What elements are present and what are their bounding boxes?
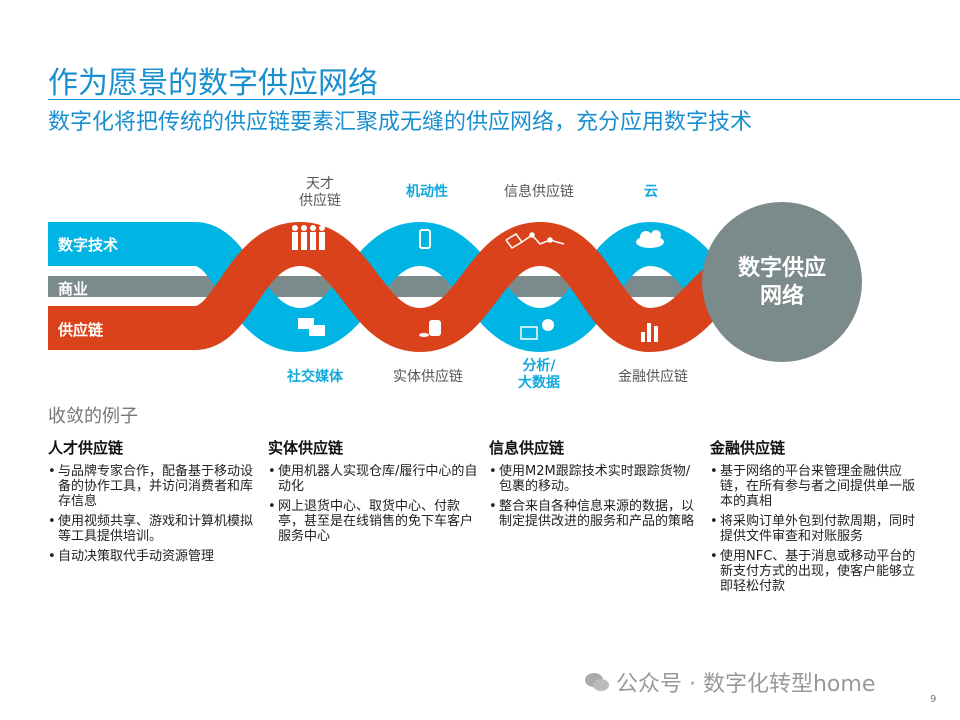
column-information: 信息供应链 使用M2M跟踪技术实时跟踪货物/包裹的移动。 整合来自各种信息来源的…: [489, 437, 699, 534]
label-physical-supply-chain: 实体供应链: [393, 369, 463, 385]
label-line: 大数据: [518, 375, 560, 391]
bullet-item: 使用NFC、基于消息或移动平台的新支付方式的出现，使客户能够立即轻松付款: [710, 549, 920, 594]
label-information-supply-chain: 信息供应链: [504, 184, 574, 200]
column-heading: 信息供应链: [489, 439, 565, 457]
label-mobility: 机动性: [406, 184, 448, 200]
page-title: 作为愿景的数字供应网络: [48, 66, 378, 101]
bullet-item: 基于网络的平台来管理金融供应链，在所有参与者之间提供单一版本的真相: [710, 464, 920, 509]
band-label-business: 商业: [58, 280, 89, 298]
bullet-item: 自动决策取代手动资源管理: [48, 549, 258, 564]
bullet-item: 使用M2M跟踪技术实时跟踪货物/包裹的移动。: [489, 464, 699, 494]
circle-label-line: 网络: [759, 284, 804, 309]
mobile-phone-icon: [419, 229, 431, 249]
wechat-icon: [585, 673, 609, 691]
chat-bubbles-icon: [298, 318, 325, 336]
label-cloud: 云: [644, 184, 658, 200]
label-financial-supply-chain: 金融供应链: [618, 369, 688, 385]
supply-chain-band: [48, 221, 762, 353]
column-heading: 实体供应链: [268, 439, 344, 457]
network-nodes-icon: [505, 232, 565, 249]
page-number: 9: [930, 694, 937, 705]
label-line: 天才: [306, 176, 334, 192]
band-label-supply-chain: 供应链: [58, 321, 104, 339]
circle-label: 数字供应 网络: [712, 255, 852, 311]
bullet-item: 整合来自各种信息来源的数据，以制定提供改进的服务和产品的策略: [489, 499, 699, 529]
bullet-item: 将采购订单外包到付款周期，同时提供文件审查和对账服务: [710, 514, 920, 544]
title-divider: [48, 99, 960, 100]
bullet-item: 与品牌专家合作，配备基于移动设备的协作工具，并访问消费者和库存信息: [48, 464, 258, 509]
bar-chart-icon: [641, 323, 658, 342]
label-analytics-big-data: 分析/ 大数据: [484, 358, 594, 392]
column-physical: 实体供应链 使用机器人实现仓库/履行中心的自动化 网上退货中心、取货中心、付款亭…: [268, 437, 478, 549]
label-talent-supply-chain: 天才 供应链: [265, 176, 375, 210]
section-title: 收敛的例子: [48, 406, 138, 427]
page-subtitle: 数字化将把传统的供应链要素汇聚成无缝的供应网络，充分应用数字技术: [48, 110, 753, 135]
cloud-icon: [636, 230, 664, 248]
label-social-media: 社交媒体: [287, 369, 343, 385]
column-heading: 金融供应链: [710, 439, 786, 457]
watermark: 公众号 · 数字化转型home: [584, 666, 875, 698]
circle-label-line: 数字供应: [737, 256, 826, 281]
coins-icon: [419, 320, 441, 337]
label-line: 分析/: [522, 358, 556, 374]
bullet-item: 使用机器人实现仓库/履行中心的自动化: [268, 464, 478, 494]
watermark-text: 公众号 · 数字化转型home: [616, 672, 876, 697]
label-line: 供应链: [299, 193, 341, 209]
column-talent: 人才供应链 与品牌专家合作，配备基于移动设备的协作工具，并访问消费者和库存信息 …: [48, 437, 258, 569]
band-label-digital: 数字技术: [58, 236, 119, 254]
column-financial: 金融供应链 基于网络的平台来管理金融供应链，在所有参与者之间提供单一版本的真相 …: [710, 437, 920, 599]
bullet-item: 网上退货中心、取货中心、付款亭，甚至是在线销售的免下车客户服务中心: [268, 499, 478, 544]
analytics-chart-icon: [520, 319, 554, 340]
digital-supply-network-circle: [702, 202, 862, 362]
people-icon: [292, 225, 325, 250]
column-heading: 人才供应链: [48, 439, 124, 457]
braided-bands-diagram: [48, 202, 862, 362]
bullet-item: 使用视频共享、游戏和计算机模拟等工具提供培训。: [48, 514, 258, 544]
